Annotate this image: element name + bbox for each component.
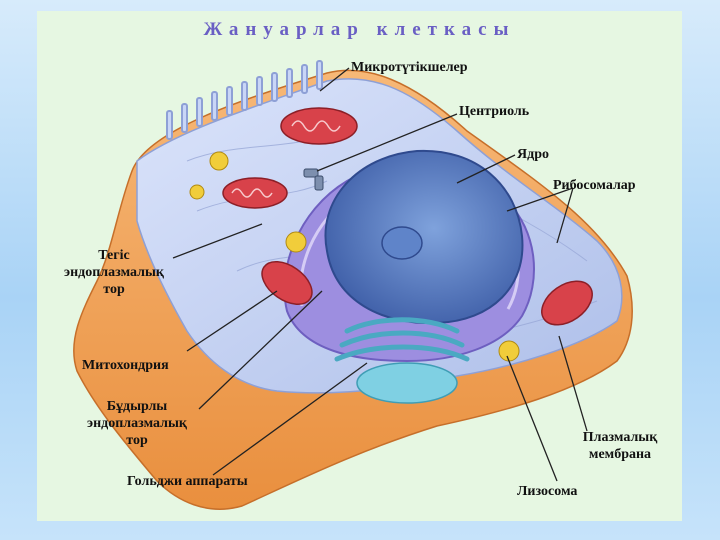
slide-canvas: Жануарлар клеткасы (37, 11, 682, 521)
label-rough-er: Бұдырлы эндоплазмалық тор (67, 398, 207, 449)
label-rough-er-line-2: эндоплазмалық (87, 416, 187, 431)
nucleolus (381, 226, 423, 260)
nucleus (324, 149, 524, 325)
label-centriole: Центриоль (459, 104, 530, 119)
label-smooth-er-line-3: тор (103, 282, 125, 297)
mitochondria-cristae (231, 120, 341, 198)
label-rough-er-line-3: тор (126, 433, 148, 448)
mitochondria-group (222, 107, 593, 326)
microvilli (166, 60, 323, 140)
label-mitochondria: Митохондрия (82, 358, 169, 373)
label-smooth-er-line-1: Тегіс (98, 248, 130, 263)
label-ribosomes: Рибосомалар (553, 178, 636, 193)
label-smooth-er-line-2: эндоплазмалық (64, 265, 164, 280)
centriole (303, 168, 324, 191)
animal-cell-diagram (73, 60, 633, 510)
slide-title: Жануарлар клеткасы (203, 19, 516, 40)
label-lysosome: Лизосома (517, 484, 578, 499)
label-smooth-er: Тегіс эндоплазмалық тор (39, 247, 189, 298)
label-nucleus: Ядро (517, 147, 549, 162)
golgi-vesicle-body (356, 362, 458, 404)
label-golgi: Гольджи аппараты (127, 474, 248, 489)
label-plasma-membrane-line-2: мембрана (588, 447, 652, 462)
label-plasma-membrane: Плазмалық мембрана (565, 429, 675, 463)
label-plasma-membrane-line-1: Плазмалық (582, 430, 658, 445)
lysosomes (189, 151, 520, 362)
label-microtubules: Микротүтікшелер (351, 60, 468, 75)
golgi-apparatus (334, 317, 470, 362)
label-rough-er-line-1: Бұдырлы (106, 399, 168, 414)
leader-lines (172, 67, 588, 482)
